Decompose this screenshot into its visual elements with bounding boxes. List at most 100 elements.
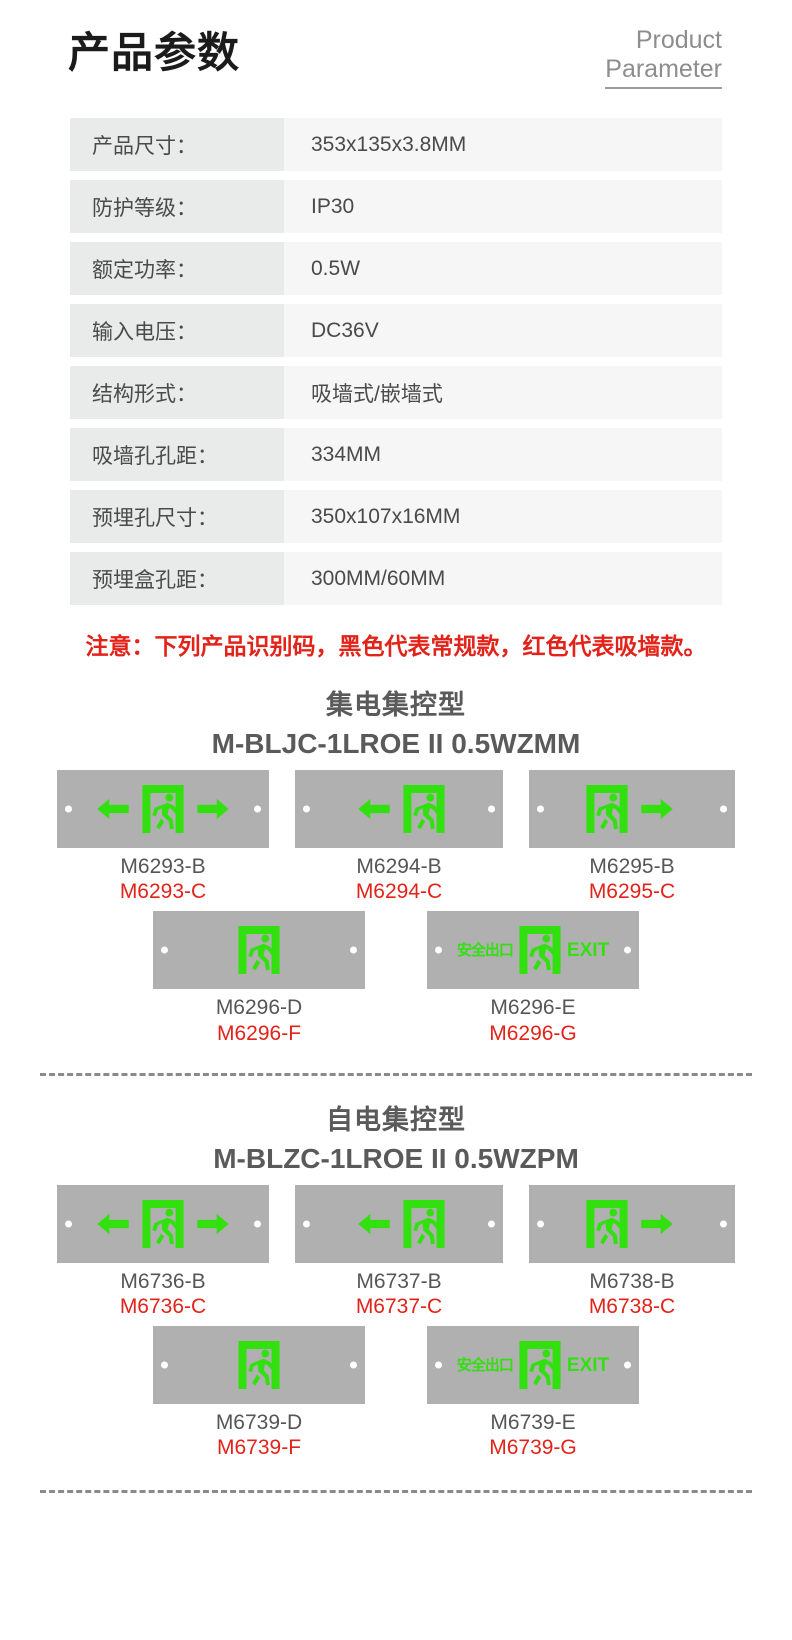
running-man-exit-pictogram (519, 1341, 561, 1390)
product-code-wallmount: M6739-F (216, 1436, 302, 1460)
mounting-hole-right-icon (624, 1361, 631, 1369)
spec-row: 额定功率：0.5W (70, 242, 722, 295)
mounting-hole-left-icon (435, 946, 442, 954)
spec-label: 结构形式： (70, 366, 284, 419)
product-code-wallmount: M6736-C (119, 1294, 207, 1318)
sign-text-english: EXIT (566, 939, 610, 961)
exit-sign-panel[interactable] (295, 1184, 503, 1263)
spec-value: DC36V (284, 304, 722, 357)
sign-graphics (153, 926, 365, 975)
spec-row: 预埋孔尺寸：350x107x16MM (70, 490, 722, 543)
mounting-hole-right-icon (720, 805, 727, 813)
sign-graphics (153, 1341, 365, 1390)
sign-graphics (57, 785, 269, 833)
mounting-hole-left-icon (161, 1361, 168, 1369)
running-man-exit-pictogram (142, 1199, 184, 1248)
exit-sign-panel[interactable] (529, 770, 735, 848)
section-model-code: M-BLJC-1LROE II 0.5WZMM (211, 728, 581, 759)
arrow-right-icon (197, 798, 229, 820)
spec-label: 预埋孔尺寸： (70, 490, 284, 543)
exit-sign-panel[interactable] (529, 1184, 735, 1263)
product-code-wallmount: M6294-C (355, 880, 443, 904)
sign-graphics (57, 1199, 269, 1248)
spec-label: 产品尺寸： (70, 118, 284, 171)
product-code-wallmount: M6296-G (489, 1021, 577, 1045)
product-code-standard: M6295-B (589, 855, 675, 878)
page-title-english-line1: Product (635, 26, 722, 54)
product-code-standard: M6296-E (490, 996, 576, 1020)
section-divider-bottom (40, 1489, 752, 1493)
arrow-right-icon (197, 1213, 229, 1234)
mounting-hole-left-icon (435, 1361, 442, 1369)
arrow-left-icon (358, 798, 390, 820)
product-code-wallmount: M6737-C (355, 1294, 443, 1318)
mounting-hole-left-icon (537, 1220, 544, 1228)
mounting-hole-right-icon (624, 946, 631, 954)
spec-row: 产品尺寸：353x135x3.8MM (70, 118, 722, 171)
spec-row: 预埋盒孔距：300MM/60MM (70, 552, 722, 605)
mounting-hole-left-icon (303, 1220, 310, 1228)
product-code-standard: M6739-D (215, 1411, 303, 1435)
sign-graphics (295, 1199, 503, 1248)
product-code-wallmount: M6295-C (588, 880, 676, 904)
exit-sign-panel[interactable] (295, 770, 503, 848)
product-code-standard: M6293-B (120, 855, 206, 878)
running-man-exit-pictogram (238, 926, 280, 975)
sign-text-chinese: 安全出口 (456, 1356, 514, 1374)
mounting-hole-left-icon (161, 946, 168, 954)
exit-sign-panel[interactable] (57, 1184, 269, 1263)
running-man-exit-pictogram (519, 926, 561, 975)
spec-value: IP30 (284, 180, 722, 233)
spec-value: 350x107x16MM (284, 490, 722, 543)
spec-label: 预埋盒孔距： (70, 552, 284, 605)
spec-row: 防护等级：IP30 (70, 180, 722, 233)
mounting-hole-left-icon (65, 1220, 72, 1228)
product-code-standard: M6738-B (589, 1269, 675, 1293)
arrow-right-icon (641, 798, 673, 820)
exit-sign-panel[interactable] (57, 770, 269, 848)
section-title: 集电集控型 (326, 690, 466, 720)
spec-label: 额定功率： (70, 242, 284, 295)
spec-row: 输入电压：DC36V (70, 304, 722, 357)
spec-label: 输入电压： (70, 304, 284, 357)
page-title: 产品参数 (68, 29, 241, 76)
spec-value: 吸墙式/嵌墙式 (284, 366, 722, 419)
mounting-hole-left-icon (537, 805, 544, 813)
sign-graphics (295, 785, 503, 833)
product-code-wallmount: M6739-G (489, 1436, 577, 1460)
arrow-left-icon (358, 1213, 390, 1234)
mounting-hole-left-icon (65, 805, 72, 813)
spec-value: 300MM/60MM (284, 552, 722, 605)
arrow-left-icon (97, 798, 129, 820)
exit-sign-panel[interactable] (153, 911, 365, 990)
exit-sign-panel[interactable] (153, 1326, 365, 1405)
spec-value: 334MM (284, 428, 722, 481)
running-man-exit-pictogram (238, 1341, 280, 1390)
product-code-wallmount: M6293-C (119, 880, 207, 904)
running-man-exit-pictogram (403, 785, 445, 833)
product-code-standard: M6736-B (120, 1269, 206, 1293)
spec-value: 353x135x3.8MM (284, 118, 722, 171)
product-code-wallmount: M6296-F (216, 1021, 302, 1045)
page-title-english: Product Parameter (605, 26, 722, 89)
